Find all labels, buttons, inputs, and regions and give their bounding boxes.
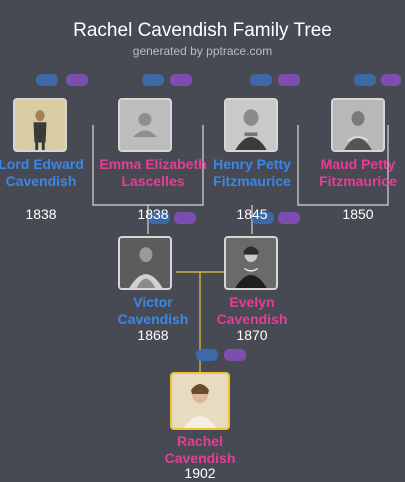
expand-mother-button[interactable]	[278, 74, 300, 86]
portrait-photo[interactable]	[331, 98, 385, 152]
person-name: Rachel Cavendish	[164, 433, 236, 466]
portrait-photo[interactable]	[224, 236, 278, 290]
expand-mother-button[interactable]	[170, 74, 192, 86]
expand-father-button[interactable]	[252, 212, 274, 224]
expand-mother-button[interactable]	[381, 74, 401, 86]
expand-mother-button[interactable]	[278, 212, 300, 224]
person-name: Emma Elizabeth Lascelles	[99, 156, 207, 189]
person-birth-year: 1850	[342, 206, 374, 222]
page-subtitle: generated by pptrace.com	[132, 44, 273, 58]
person-birth-year: 1838	[25, 206, 57, 222]
person-name: Lord Edward Cavendish	[0, 156, 84, 189]
expand-mother-button[interactable]	[224, 349, 246, 361]
expand-father-button[interactable]	[148, 212, 170, 224]
portrait-photo[interactable]	[13, 98, 67, 152]
expand-father-button[interactable]	[142, 74, 164, 86]
person-name: Evelyn Cavendish	[216, 294, 288, 327]
expand-father-button[interactable]	[196, 349, 218, 361]
expand-father-button[interactable]	[250, 74, 272, 86]
portrait-photo[interactable]	[118, 236, 172, 290]
portrait-photo[interactable]	[170, 372, 230, 430]
expand-father-button[interactable]	[354, 74, 376, 86]
page-title: Rachel Cavendish Family Tree	[73, 20, 332, 41]
person-birth-year: 1902	[184, 465, 216, 481]
person-name: Maud Petty Fitzmaurice	[319, 156, 397, 189]
person-birth-year: 1838	[137, 206, 169, 222]
person-name: Henry Petty Fitzmaurice	[213, 156, 291, 189]
person-birth-year: 1845	[236, 206, 268, 222]
expand-father-button[interactable]	[36, 74, 58, 86]
expand-mother-button[interactable]	[174, 212, 196, 224]
expand-mother-button[interactable]	[66, 74, 88, 86]
connector-henry-maud	[297, 125, 389, 206]
person-name: Victor Cavendish	[117, 294, 189, 327]
portrait-photo[interactable]	[224, 98, 278, 152]
person-birth-year: 1870	[236, 327, 268, 343]
person-birth-year: 1868	[137, 327, 169, 343]
placeholder-avatar-icon[interactable]	[118, 98, 172, 152]
